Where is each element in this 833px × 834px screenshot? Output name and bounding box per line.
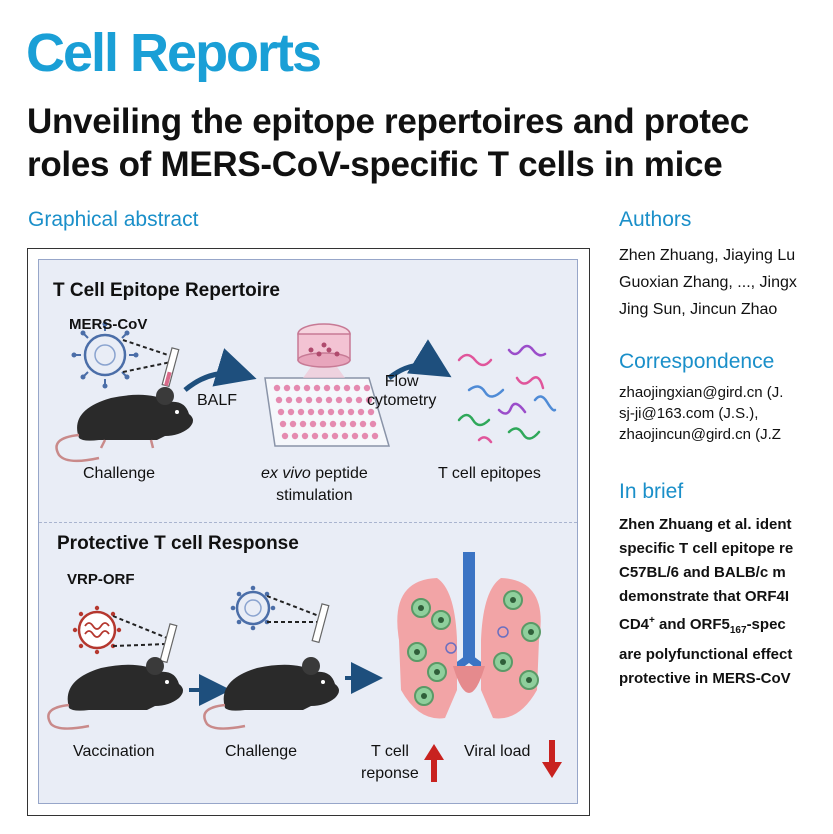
- correspondence-heading: Correspondence: [619, 350, 775, 373]
- caption-stimulation: stimulation: [276, 487, 353, 504]
- article-title: Unveiling the epitope repertoires and pr…: [27, 100, 749, 186]
- authors-line: Guoxian Zhang, ..., Jingx: [619, 274, 797, 291]
- orf5-text: and ORF5: [654, 616, 730, 633]
- in-brief-line: are polyfunctional effect: [619, 646, 793, 663]
- cd4-text: CD4: [619, 616, 650, 633]
- cd4-sup: +: [649, 615, 655, 626]
- in-brief-line: demonstrate that ORF4I: [619, 588, 790, 605]
- in-brief-text: Zhen Zhuang et al. ident specific T cell…: [619, 513, 793, 691]
- in-brief-line: C57BL/6 and BALB/c m: [619, 564, 786, 581]
- ex-vivo-italic: ex vivo: [261, 465, 311, 482]
- caption-challenge-1: Challenge: [83, 465, 156, 482]
- graphical-abstract-panel: T Cell Epitope Repertoire MERS-CoV BALF …: [38, 259, 578, 804]
- mouse-icon: [203, 657, 339, 730]
- decrease-arrow-icon: [542, 740, 562, 778]
- graphical-abstract-illustration: [47, 321, 562, 782]
- ex-vivo-rest: peptide: [310, 465, 368, 482]
- correspondence-email[interactable]: zhaojincun@gird.cn (J.Z: [619, 426, 781, 443]
- correspondence-email[interactable]: zhaojingxian@gird.cn (J.: [619, 384, 784, 401]
- panel1-title: T Cell Epitope Repertoire: [53, 280, 280, 301]
- epitopes-icon: [457, 344, 557, 444]
- in-brief-heading: In brief: [619, 480, 684, 503]
- virus-icon: [71, 321, 139, 389]
- panel2-title: Protective T cell Response: [57, 533, 299, 554]
- caption-ex-vivo: ex vivo peptide stimulation: [261, 463, 368, 507]
- caption-challenge-2: Challenge: [225, 743, 298, 760]
- caption-epitopes: T cell epitopes: [438, 465, 541, 482]
- authors-heading: Authors: [619, 208, 692, 231]
- caption-vaccination: Vaccination: [73, 743, 155, 760]
- virus-icon: [230, 585, 276, 631]
- mers-cov-label: MERS-CoV: [69, 316, 148, 333]
- journal-name: Cell Reports: [26, 23, 322, 83]
- authors-line: Zhen Zhuang, Jiaying Lu: [619, 247, 796, 264]
- graphical-abstract-heading: Graphical abstract: [28, 208, 199, 231]
- correspondence-list: zhaojingxian@gird.cn (J. sj-ji@163.com (…: [619, 382, 783, 445]
- authors-line: Jing Sun, Jincun Zhao: [619, 301, 778, 318]
- in-brief-line: protective in MERS-CoV: [619, 670, 791, 687]
- mouse-icon: [47, 657, 183, 730]
- peptide-plate-icon: [264, 323, 391, 447]
- flow-cytometry-label: Flow cytometry: [367, 373, 437, 409]
- increase-arrow-icon: [424, 744, 444, 782]
- pipette-icon: [161, 347, 180, 388]
- vrp-orf-label: VRP-ORF: [67, 571, 135, 588]
- title-line-2: roles of MERS-CoV-specific T cells in mi…: [27, 145, 723, 184]
- spec-text: -spec: [746, 616, 786, 633]
- balf-label: BALF: [197, 392, 238, 409]
- authors-list: Zhen Zhuang, Jiaying Lu Guoxian Zhang, .…: [619, 242, 797, 323]
- title-line-1: Unveiling the epitope repertoires and pr…: [27, 102, 749, 141]
- in-brief-line: specific T cell epitope re: [619, 540, 794, 557]
- panel-divider: [39, 522, 577, 523]
- correspondence-email[interactable]: sj-ji@163.com (J.S.),: [619, 405, 759, 422]
- orf5-sub: 167: [729, 625, 747, 636]
- caption-viral-load: Viral load: [464, 743, 531, 760]
- in-brief-line: Zhen Zhuang et al. ident: [619, 516, 792, 533]
- in-brief-line: CD4+ and ORF5167-spec: [619, 609, 793, 643]
- lungs-icon: [397, 552, 541, 719]
- graphical-abstract: T Cell Epitope Repertoire MERS-CoV BALF …: [27, 248, 590, 816]
- mouse-icon: [55, 387, 193, 463]
- caption-t-cell-response: T cell reponse: [361, 743, 419, 782]
